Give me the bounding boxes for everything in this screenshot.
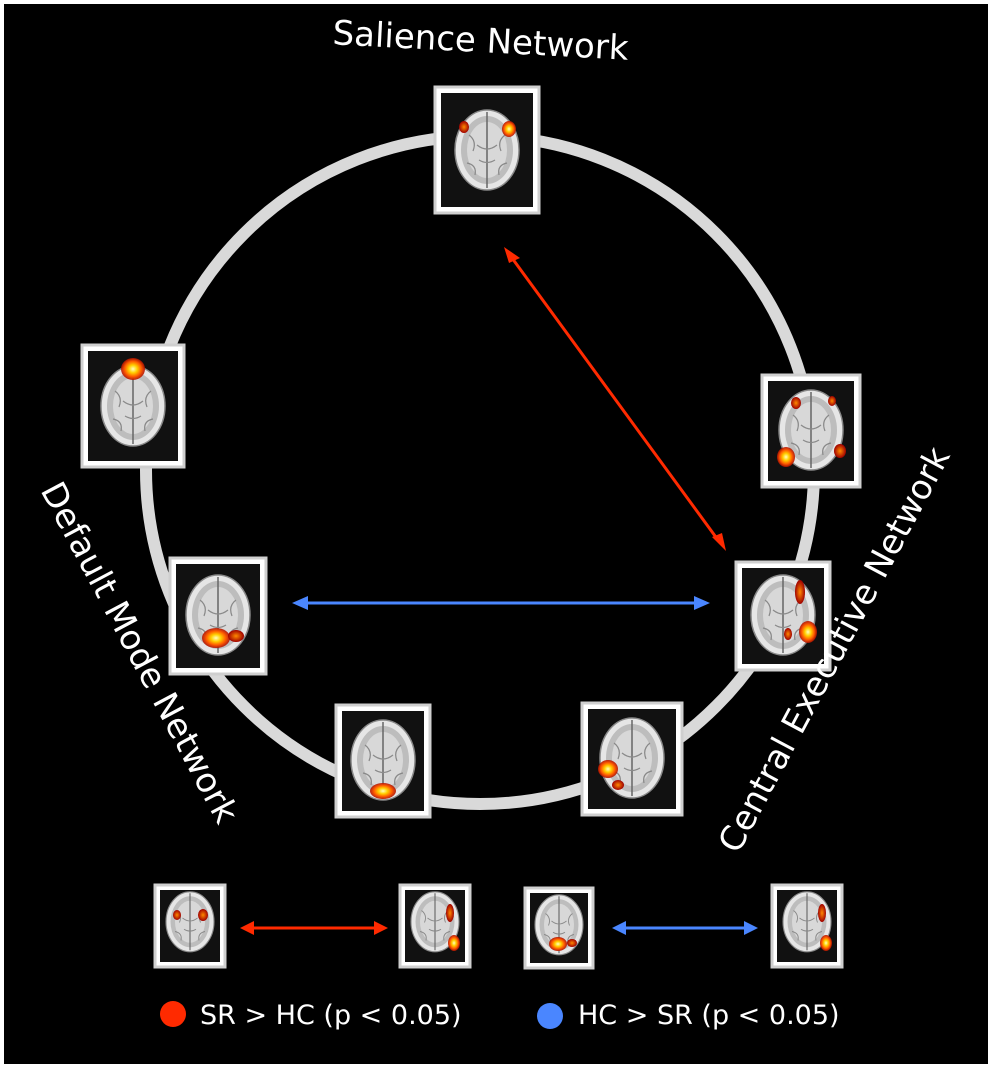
brain-dmn-bottom [334,703,432,819]
legend-key-hc: HC > SR (p < 0.05) [537,1000,840,1031]
legend-text-hc: HC > SR (p < 0.05) [578,1000,840,1031]
brain-salience [433,85,541,215]
brain-dmn-top [80,343,186,469]
arrow-dmn-to-ce [292,596,710,610]
legend-brain-salience [153,883,227,969]
legend-pair-hc [523,883,844,970]
arrow-salience-to-ce [504,247,726,551]
legend-dot-blue [537,1003,563,1029]
legend-brain-dmn [523,886,595,970]
legend-dot-red [160,1001,186,1027]
legend-key-sr: SR > HC (p < 0.05) [160,1000,462,1031]
legend-brain-ce-a [398,883,472,969]
legend-brain-ce-b [770,883,844,969]
brain-ce-mid [734,560,832,672]
brain-ce-top [760,373,862,489]
legend-pair-sr [153,883,472,969]
brain-ce-bottom [580,701,684,817]
legend-text-sr: SR > HC (p < 0.05) [200,1000,462,1031]
brain-dmn-mid [168,556,268,676]
